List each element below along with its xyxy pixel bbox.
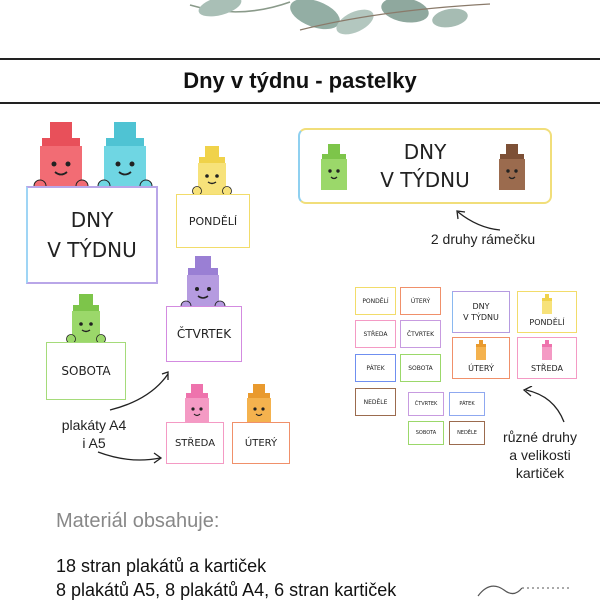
small-card-label: NEDĚLE — [363, 398, 388, 406]
poster-ctvrtek-label: ČTVRTEK — [176, 327, 232, 341]
small-card-label: ČTVRTEK — [414, 401, 438, 407]
poster-ctvrtek: ČTVRTEK — [166, 306, 242, 362]
brown-crayon-icon — [499, 144, 525, 190]
frames-arrow — [456, 210, 501, 231]
cyan-crayon-icon — [97, 122, 153, 194]
mini-card-ctvrtek: ČTVRTEK — [408, 392, 444, 416]
poster-pondeli-label: PONDĚLÍ — [188, 214, 238, 228]
orange-crayon-icon — [247, 384, 271, 426]
material-line-1: 18 stran plakátů a kartiček — [56, 556, 267, 576]
mini-card-patek: PÁTEK — [449, 392, 485, 416]
poster-sobota: SOBOTA — [46, 342, 126, 400]
cards-annotation: různé druhy a velikosti kartiček — [492, 428, 588, 482]
poster-utery-label: ÚTERÝ — [244, 437, 278, 449]
poster-streda-label: STŘEDA — [174, 437, 216, 449]
big-poster-line1: DNY — [70, 208, 114, 232]
medium-card-dny-line2: V TÝDNU — [463, 313, 499, 322]
pink-crayon-icon — [185, 384, 209, 426]
small-card-label: PONDĚLÍ — [362, 297, 389, 305]
cards-arrow — [522, 386, 565, 423]
posters-annotation: plakáty A4 i A5 — [52, 416, 136, 452]
posters-annotation-line2: i A5 — [82, 435, 106, 451]
small-card-streda: STŘEDA — [355, 320, 396, 348]
yellow-crayon-tiny-icon — [542, 294, 552, 314]
small-card-ctvrtek: ČTVRTEK — [400, 320, 441, 348]
red-crayon-icon — [33, 122, 89, 194]
green-crayon-icon — [66, 294, 106, 344]
orange-crayon-tiny-icon — [476, 340, 486, 360]
mini-card-sobota: SOBOTA — [408, 421, 444, 445]
small-card-pondeli: PONDĚLÍ — [355, 287, 396, 315]
page-title: Dny v týdnu - pastelky — [183, 68, 417, 93]
cards-annotation-line2: a velikosti — [509, 447, 571, 463]
big-poster: DNY V TÝDNU — [26, 186, 158, 284]
medium-card-dny: DNY V TÝDNU — [452, 291, 510, 333]
small-card-utery: ÚTERÝ — [400, 287, 441, 315]
cards-annotation-line1: různé druhy — [503, 429, 577, 445]
small-card-nedele: NEDĚLE — [355, 388, 396, 416]
small-card-label: ÚTERÝ — [410, 297, 431, 305]
poster-utery: ÚTERÝ — [232, 422, 290, 464]
small-card-label: ÚTERÝ — [468, 364, 494, 373]
mini-card-nedele: NEDĚLE — [449, 421, 485, 445]
posters-annotation-line1: plakáty A4 — [61, 417, 127, 433]
small-card-label: PÁTEK — [366, 364, 385, 372]
material-title: Materiál obsahuje: — [56, 510, 220, 532]
yellow-crayon-icon — [192, 146, 232, 196]
small-card-patek: PÁTEK — [355, 354, 396, 382]
small-card-label: NEDĚLE — [457, 430, 477, 436]
eucalyptus-decoration — [189, 0, 491, 35]
small-card-label: ČTVRTEK — [406, 330, 435, 338]
frames-annotation: 2 druhy rámečku — [430, 231, 536, 247]
small-card-label: PÁTEK — [459, 401, 475, 407]
signature-decoration — [477, 585, 570, 597]
big-poster-line2: V TÝDNU — [47, 238, 137, 262]
title-bar: Dny v týdnu - pastelky — [0, 58, 600, 104]
small-card-label: STŘEDA — [363, 330, 388, 338]
small-card-label: PONDĚLÍ — [529, 318, 565, 327]
posters-arrows — [97, 371, 169, 464]
purple-crayon-icon — [180, 256, 226, 312]
small-card-label: SOBOTA — [415, 430, 437, 436]
poster-streda: STŘEDA — [166, 422, 224, 464]
cards-annotation-line3: kartiček — [515, 465, 565, 481]
frame-banner-line1: DNY — [403, 140, 447, 164]
green-crayon-small-icon — [321, 144, 347, 190]
small-card-label: SOBOTA — [408, 364, 433, 372]
small-card-sobota: SOBOTA — [400, 354, 441, 382]
pink-crayon-tiny-icon — [542, 340, 552, 360]
material-line-2: 8 plakátů A5, 8 plakátů A4, 6 stran kart… — [56, 580, 397, 600]
small-card-label: STŘEDA — [530, 364, 564, 373]
poster-sobota-label: SOBOTA — [61, 364, 111, 378]
frame-banner-line2: V TÝDNU — [380, 168, 470, 192]
poster-pondeli: PONDĚLÍ — [176, 194, 250, 248]
medium-card-dny-line1: DNY — [472, 302, 490, 311]
